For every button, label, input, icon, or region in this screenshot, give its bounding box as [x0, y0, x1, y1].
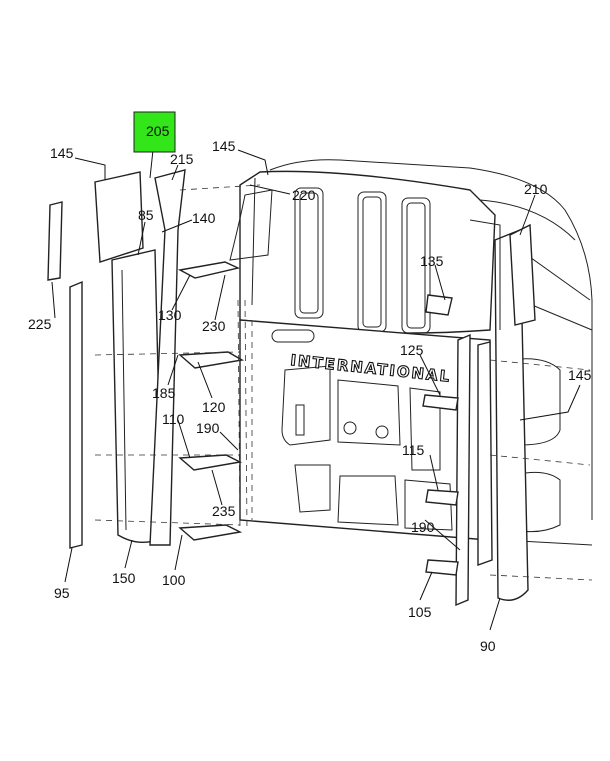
left-brackets — [177, 261, 245, 541]
callout-235[interactable]: 235 — [212, 503, 236, 519]
rear-header-panel — [239, 170, 496, 334]
callout-150[interactable]: 150 — [112, 570, 136, 586]
construction-lines — [94, 184, 593, 581]
callout-125[interactable]: 125 — [400, 342, 424, 358]
callout-220[interactable]: 220 — [292, 187, 316, 203]
callout-205[interactable]: 205 — [146, 123, 170, 139]
rear-wall-panel: INTERNATIONAL — [239, 319, 491, 541]
callout-labels: 205 145 215 145 220 210 85 140 135 225 1… — [28, 111, 592, 654]
callout-100[interactable]: 100 — [162, 572, 186, 588]
callout-120[interactable]: 120 — [202, 399, 226, 415]
callout-145-top-left[interactable]: 145 — [50, 145, 74, 161]
callout-190-left[interactable]: 190 — [196, 420, 220, 436]
callout-130[interactable]: 130 — [158, 307, 182, 323]
leader-lines — [51, 149, 581, 631]
callout-185[interactable]: 185 — [152, 385, 176, 401]
callout-145-top-center[interactable]: 145 — [212, 138, 236, 154]
callout-145-right[interactable]: 145 — [568, 367, 592, 383]
callout-190-right[interactable]: 190 — [411, 519, 435, 535]
callout-230[interactable]: 230 — [202, 318, 226, 334]
right-brackets — [422, 294, 459, 576]
callout-140[interactable]: 140 — [192, 210, 216, 226]
callout-115[interactable]: 115 — [402, 442, 425, 458]
left-dashed-guides — [237, 299, 253, 531]
left-pillar-trims — [47, 169, 273, 549]
callout-225[interactable]: 225 — [28, 316, 52, 332]
callout-95[interactable]: 95 — [54, 585, 70, 601]
callout-90[interactable]: 90 — [480, 638, 496, 654]
highlight-box-205 — [133, 111, 176, 153]
callout-210[interactable]: 210 — [524, 181, 548, 197]
callout-110[interactable]: 110 — [162, 411, 185, 427]
callout-215[interactable]: 215 — [170, 151, 194, 167]
callout-105[interactable]: 105 — [408, 604, 432, 620]
callout-135[interactable]: 135 — [420, 253, 444, 269]
callout-85[interactable]: 85 — [138, 207, 154, 223]
right-pillar-trims — [455, 219, 536, 607]
